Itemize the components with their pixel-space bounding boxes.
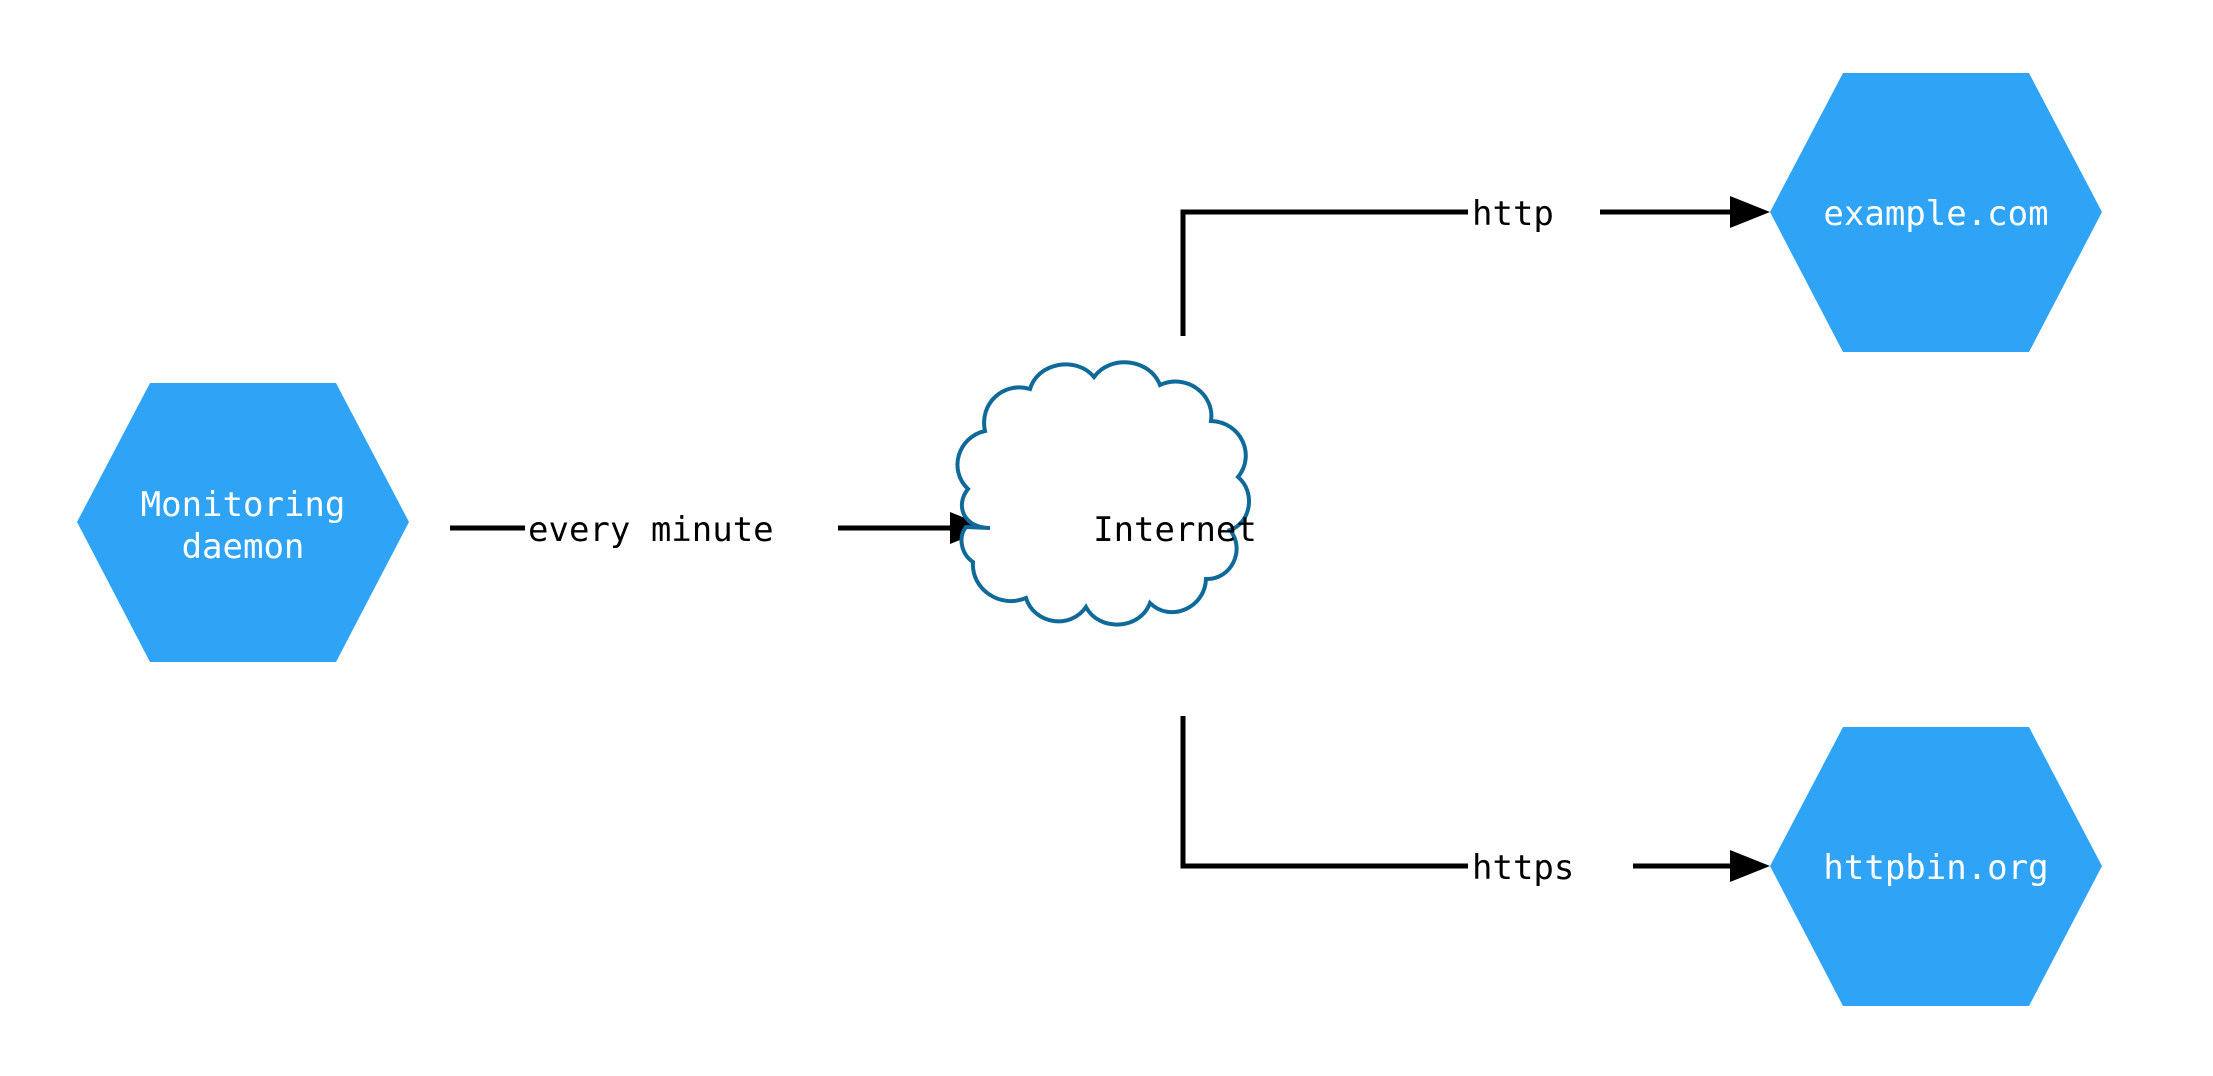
node-example-com[interactable]: example.com bbox=[1770, 73, 2102, 352]
node-label-line-2: daemon bbox=[182, 527, 305, 567]
node-label-example-com: example.com bbox=[1823, 194, 2048, 234]
node-label-line-1: Monitoring bbox=[141, 485, 346, 525]
edge-label-https: https bbox=[1472, 848, 1574, 888]
edge-daemon-to-internet[interactable]: every minute bbox=[450, 510, 990, 550]
node-label-httpbin-org: httpbin.org bbox=[1823, 848, 2048, 888]
hexagon-shape bbox=[1770, 727, 2102, 1006]
node-httpbin-org[interactable]: httpbin.org bbox=[1770, 727, 2102, 1006]
edge-elbow-path-up bbox=[1180, 209, 1468, 336]
arrowhead-icon bbox=[1730, 850, 1770, 882]
edge-internet-to-example[interactable]: http bbox=[1180, 194, 1770, 336]
node-monitoring-daemon[interactable]: Monitoring daemon bbox=[77, 383, 409, 662]
edge-label-http: http bbox=[1472, 194, 1554, 234]
arrowhead-icon bbox=[1730, 196, 1770, 228]
hexagon-shape bbox=[1770, 73, 2102, 352]
edge-label-every-minute: every minute bbox=[528, 510, 774, 550]
node-internet[interactable]: Internet bbox=[955, 360, 1257, 627]
node-label-internet: Internet bbox=[1093, 510, 1257, 550]
cloud-shape bbox=[955, 360, 1251, 627]
edge-internet-to-httpbin[interactable]: https bbox=[1180, 716, 1770, 888]
hexagon-shape bbox=[77, 383, 409, 662]
edge-elbow-path-down bbox=[1180, 716, 1468, 869]
